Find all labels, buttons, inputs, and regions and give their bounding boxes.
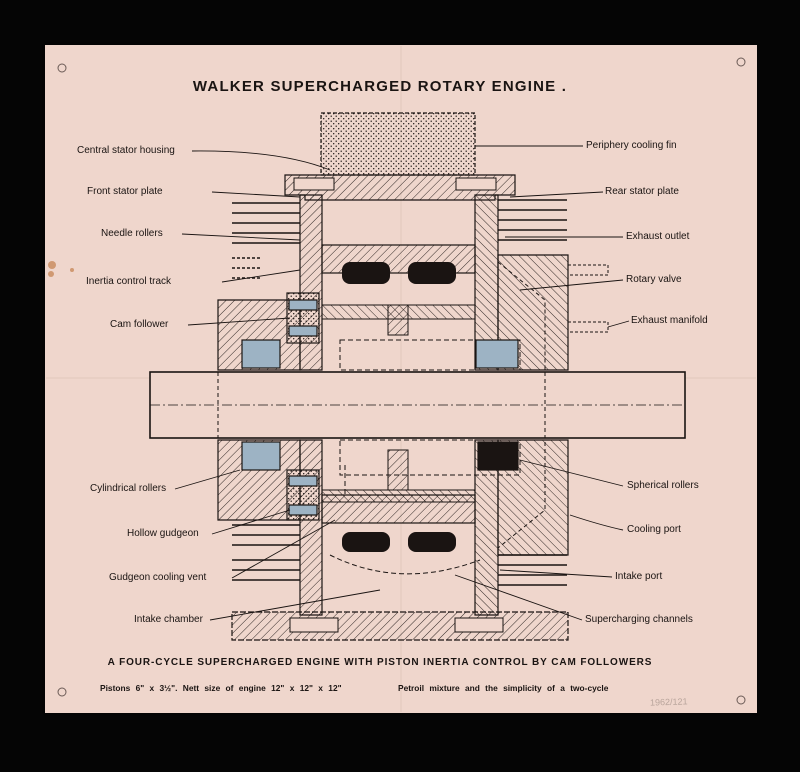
label-needle-rollers: Needle rollers: [101, 228, 163, 239]
poster-subtitle: A FOUR-CYCLE SUPERCHARGED ENGINE WITH PI…: [107, 657, 653, 668]
label-intake-port: Intake port: [615, 571, 663, 582]
engine-specs-note: Petroil mixture and the simplicity of a …: [398, 683, 609, 693]
piston-right-upper: [408, 262, 456, 284]
rollers: [241, 292, 519, 521]
label-cylindrical-rollers: Cylindrical rollers: [90, 483, 167, 494]
crank-web-upper: [387, 304, 409, 336]
label-rear-stator-plate: Rear stator plate: [605, 186, 679, 197]
label-inertia-control-track: Inertia control track: [86, 276, 172, 287]
bottom-bolt-right: [454, 617, 504, 633]
rotary-valve-cone-upper: [497, 260, 546, 371]
label-hollow-gudgeon: Hollow gudgeon: [127, 528, 199, 539]
corner-marks: [57, 57, 746, 705]
periphery-cooling-fin-block: [320, 112, 476, 176]
exhaust-manifold: [567, 264, 609, 333]
piston-left-lower: [342, 532, 390, 552]
label-central-stator-housing: Central stator housing: [77, 145, 175, 156]
bottom-bolt-left: [289, 617, 339, 633]
label-cam-follower: Cam follower: [110, 319, 169, 330]
label-exhaust-outlet: Exhaust outlet: [626, 231, 690, 242]
interior-dashed-lines: [329, 339, 521, 575]
rust-stain: [48, 261, 74, 277]
bottom-housing: [231, 611, 569, 641]
rotary-valve-cone-lower: [497, 439, 546, 550]
front-stator-plate-lower: [299, 439, 323, 616]
poster-title: WALKER SUPERCHARGED ROTARY ENGINE .: [192, 78, 568, 95]
leader-lines-left: [174, 150, 381, 621]
leader-lines-right: [454, 145, 630, 621]
label-intake-chamber: Intake chamber: [134, 614, 203, 625]
label-periphery-cooling-fin: Periphery cooling fin: [586, 140, 677, 151]
label-front-stator-plate: Front stator plate: [87, 186, 163, 197]
front-stator-plate: [299, 194, 323, 371]
catalogue-stamp: 1962/121: [649, 696, 688, 708]
label-spherical-rollers: Spherical rollers: [627, 480, 699, 491]
label-rotary-valve: Rotary valve: [626, 274, 682, 285]
piston-right-lower: [408, 532, 456, 552]
top-bolt-right: [455, 177, 497, 191]
label-supercharging-channels: Supercharging channels: [585, 614, 693, 625]
label-cooling-port: Cooling port: [627, 524, 681, 535]
label-exhaust-manifold: Exhaust manifold: [631, 315, 708, 326]
left-cooling-fins: [232, 202, 300, 581]
crank-web-lower: [387, 449, 409, 491]
engine-specs: Pistons 6" x 3½". Nett size of engine 12…: [100, 683, 342, 693]
piston-left-upper: [342, 262, 390, 284]
label-gudgeon-cooling-vent: Gudgeon cooling vent: [109, 572, 207, 583]
top-bolt-left: [293, 177, 335, 191]
